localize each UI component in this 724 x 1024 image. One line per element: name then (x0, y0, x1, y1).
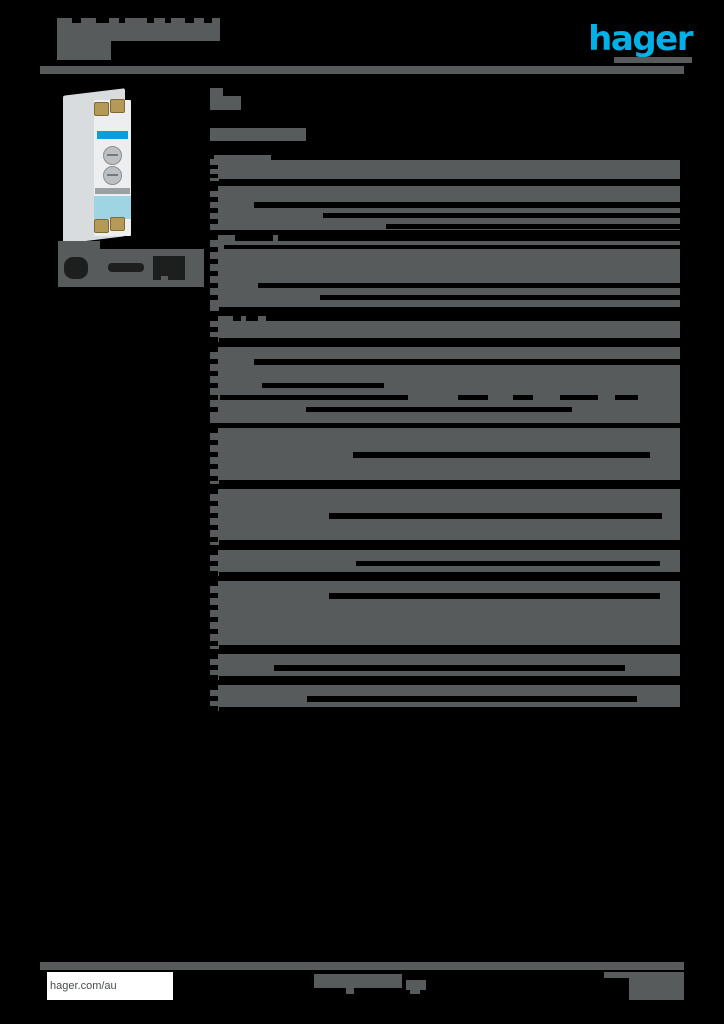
product-dial-lower (103, 166, 122, 185)
table-row (210, 685, 680, 711)
title-notch (72, 18, 81, 23)
table-row (210, 347, 680, 423)
product-accent-panel (94, 196, 131, 219)
wiring-symbol-detail-icon (161, 276, 168, 281)
title-notch (185, 18, 194, 23)
table-row (210, 155, 680, 181)
symbol-row (58, 249, 204, 287)
page-footer: hager.com/au (40, 962, 684, 1014)
wiring-symbol-icon (153, 256, 185, 280)
symbol-row-caption (58, 241, 100, 249)
document-subtitle (57, 41, 111, 60)
product-brand-label (97, 131, 128, 139)
table-row (210, 654, 680, 680)
table-row (210, 186, 680, 230)
table-row (210, 581, 680, 649)
product-dial-upper (103, 146, 122, 165)
table-row (210, 316, 680, 342)
table-row (210, 489, 680, 545)
product-info-strip (95, 188, 130, 194)
product-image-pane (56, 86, 242, 306)
title-notch (165, 18, 171, 23)
page-header: hager (0, 0, 724, 78)
title-notch (96, 18, 109, 23)
contact-symbol-icon (108, 263, 144, 272)
product-terminal (94, 102, 109, 116)
document-title (57, 18, 220, 41)
specification-table (210, 88, 680, 716)
title-notch (119, 18, 125, 23)
table-row (210, 428, 680, 484)
title-notch (147, 18, 154, 23)
header-divider (40, 66, 684, 74)
logo-underline (614, 57, 692, 63)
table-row (210, 235, 680, 311)
product-terminal (110, 99, 125, 113)
footer-url-text[interactable]: hager.com/au (50, 980, 117, 992)
product-terminal (94, 219, 109, 233)
footer-divider (40, 962, 684, 970)
subsection-title (210, 128, 680, 141)
product-terminal (110, 217, 125, 231)
title-notch (204, 18, 212, 23)
table-row (210, 550, 680, 576)
section-title (210, 88, 680, 110)
footer-url-box[interactable]: hager.com/au (47, 972, 173, 1000)
hager-logo: hager (588, 19, 693, 59)
connection-symbol-icon (64, 257, 88, 279)
